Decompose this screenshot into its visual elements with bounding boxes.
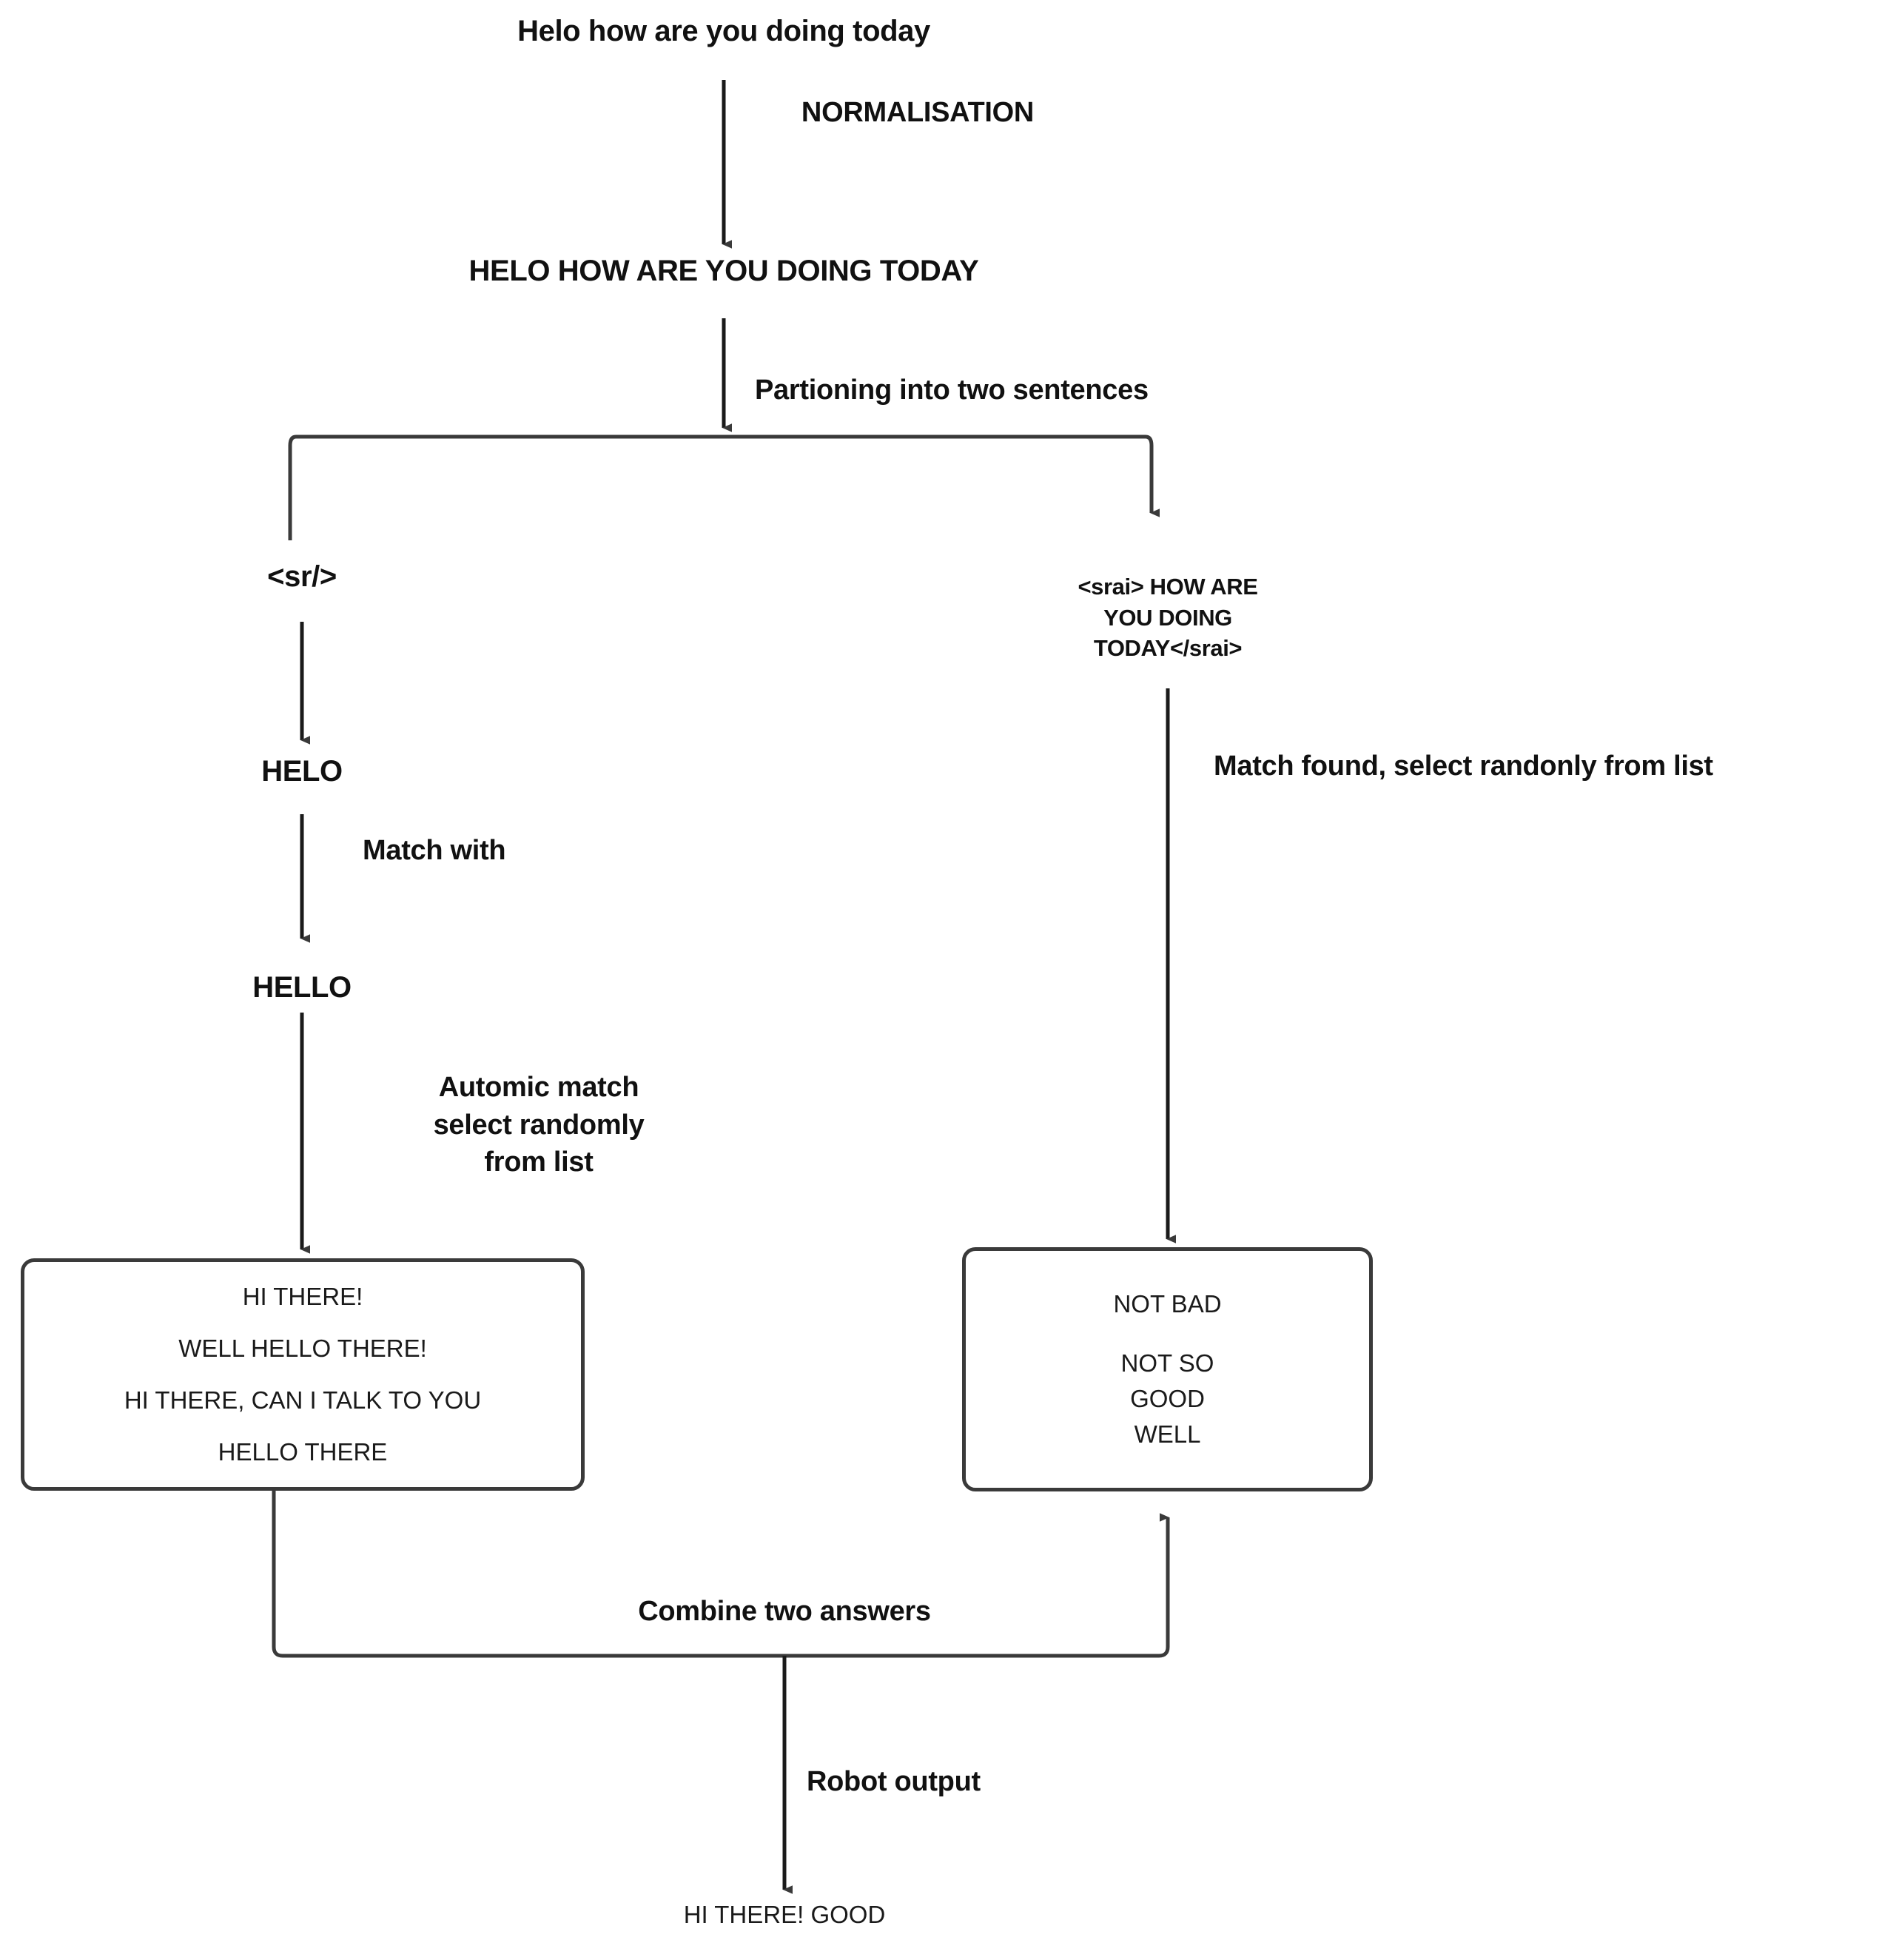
right-branch-tag-text: <srai> HOW ARE YOU DOING TODAY</srai> (1078, 574, 1258, 662)
list-item: NOT SO (1120, 1349, 1214, 1377)
label-partitioning: Partioning into two sentences (755, 375, 1149, 406)
edge-split-right-leg (1145, 434, 1160, 517)
list-item: WELL (1134, 1420, 1201, 1448)
label-combine: Combine two answers (638, 1596, 931, 1627)
how-are-you-responses-box: NOT BAD NOT SO GOOD WELL (962, 1247, 1373, 1491)
list-item: NOT BAD (1113, 1290, 1222, 1318)
left-branch-tag-text: <sr/> (267, 560, 337, 593)
list-item: GOOD (1130, 1385, 1205, 1412)
edge-combine-path (272, 1491, 1170, 1658)
list-item: HI THERE! (242, 1283, 363, 1310)
hello-responses-box: HI THERE! WELL HELLO THERE! HI THERE, CA… (21, 1258, 585, 1491)
label-robot-output: Robot output (807, 1766, 981, 1797)
list-item: HI THERE, CAN I TALK TO YOU (124, 1386, 482, 1414)
list-item: WELL HELLO THERE! (178, 1335, 427, 1362)
user-input-text: Helo how are you doing today (517, 15, 930, 47)
label-match-with: Match with (363, 835, 506, 866)
label-normalisation: NORMALISATION (801, 97, 1035, 128)
label-match-found: Match found, select randonly from list (1214, 751, 1713, 782)
final-output-text: HI THERE! GOOD (683, 1901, 886, 1928)
normalised-input-text: HELO HOW ARE YOU DOING TODAY (468, 255, 979, 287)
left-token-text: HELO (261, 755, 343, 788)
left-matched-token-text: HELLO (252, 971, 352, 1004)
label-atomic-match: Automic match select randomly from list (433, 1072, 645, 1178)
list-item: HELLO THERE (218, 1438, 388, 1466)
edge-split-left-leg (288, 434, 297, 540)
